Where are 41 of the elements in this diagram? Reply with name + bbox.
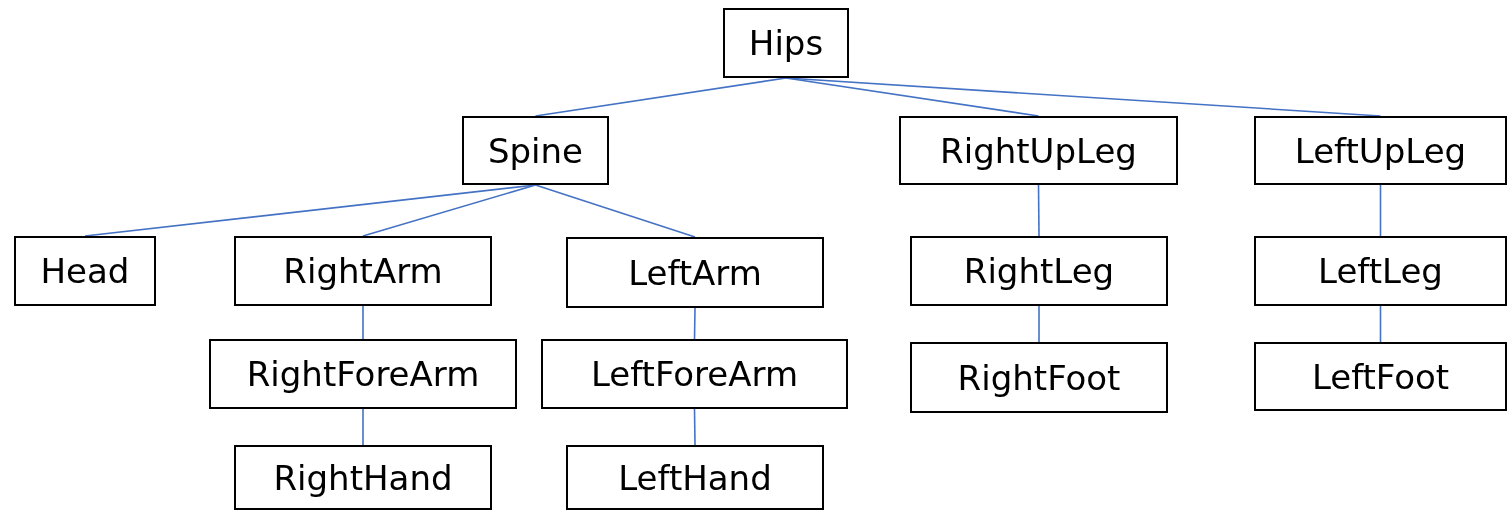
connector-line	[362, 305, 364, 340]
bone-name: LeftFoot	[1311, 356, 1450, 397]
bone-box	[234, 236, 492, 306]
bone-box	[209, 339, 517, 409]
connector-line	[362, 408, 364, 446]
connector-line	[1038, 305, 1040, 343]
bone-box	[234, 445, 492, 510]
bone-name: LeftForeArm	[591, 354, 798, 394]
bone-name: RightArm	[283, 251, 443, 291]
connector-line	[1379, 305, 1382, 343]
bone-name: RightFoot	[957, 357, 1121, 398]
bone-name: Hips	[748, 23, 824, 63]
connector-line	[534, 184, 696, 238]
bone-box	[910, 236, 1168, 306]
bone-box	[566, 445, 824, 510]
bone-box	[899, 116, 1178, 185]
bone-box	[1254, 236, 1507, 306]
bone-box	[1254, 116, 1507, 185]
bone-name: LeftUpLeg	[1294, 130, 1467, 171]
bone-name: LeftHand	[618, 457, 772, 498]
connector-line	[693, 307, 696, 340]
bone-name: RightLeg	[963, 251, 1115, 291]
bone-box	[910, 342, 1168, 413]
bone-box	[723, 8, 849, 78]
bone-box	[462, 116, 609, 185]
bone-name: Head	[40, 251, 130, 291]
connector-line	[1379, 184, 1382, 237]
bone-box	[1254, 342, 1507, 411]
connector-line	[534, 77, 787, 117]
connector-line	[362, 184, 537, 237]
bone-name: LeftLeg	[1318, 251, 1443, 291]
bone-name: LeftArm	[628, 252, 762, 293]
bone-name: RightHand	[273, 457, 453, 498]
bone-box	[566, 237, 824, 308]
connector-line	[1037, 184, 1040, 237]
connector-line	[693, 408, 696, 446]
bone-box	[541, 339, 848, 409]
bone-box	[14, 236, 156, 306]
bone-name: RightForeArm	[246, 354, 480, 394]
bone-name: Spine	[487, 130, 584, 171]
bone-name: RightUpLeg	[940, 130, 1137, 171]
